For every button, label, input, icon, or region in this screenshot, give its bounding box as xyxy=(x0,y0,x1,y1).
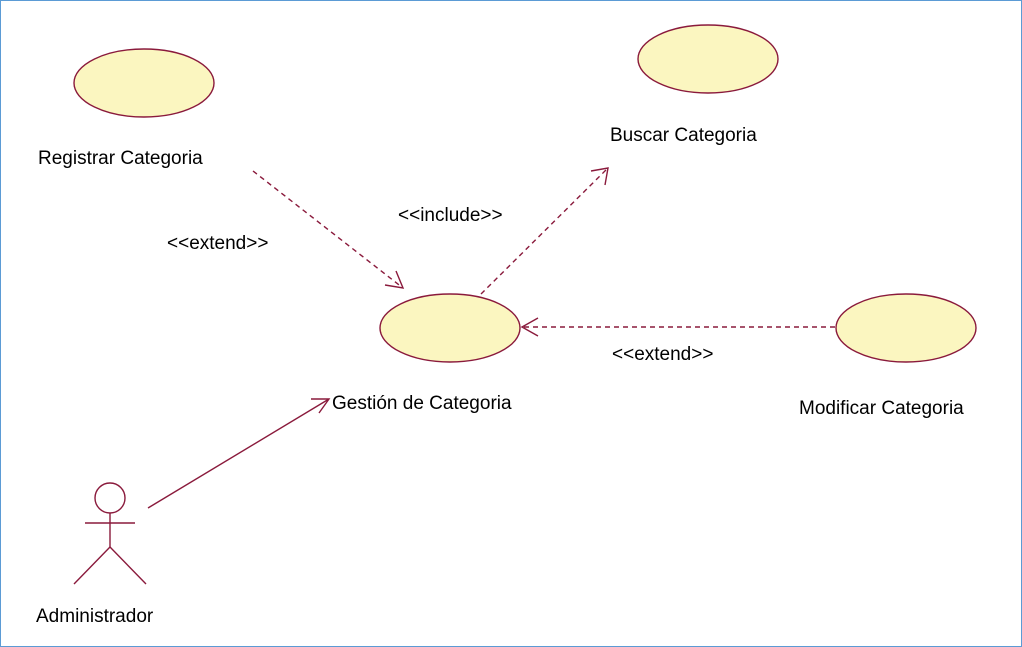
relation-registrar-label: <<extend>> xyxy=(167,233,268,254)
relation-modificar-extend[interactable]: <<extend>> xyxy=(520,317,835,365)
relation-modificar-label: <<extend>> xyxy=(612,344,713,365)
association-administrador-gestion[interactable] xyxy=(147,398,331,509)
relation-registrar-extend[interactable]: <<extend>> xyxy=(167,170,405,289)
usecase-gestion-label: Gestión de Categoria xyxy=(332,393,512,414)
dependency-line xyxy=(480,167,609,295)
association-line xyxy=(147,398,330,509)
usecase-gestion-categoria[interactable]: Gestión de Categoria xyxy=(332,293,521,414)
actor-stick-figure-icon xyxy=(73,482,147,585)
dependency-line xyxy=(252,170,404,289)
usecase-registrar-label: Registrar Categoria xyxy=(38,148,203,169)
dependency-arrowhead xyxy=(520,317,539,337)
actor-administrador-label: Administrador xyxy=(36,606,154,627)
usecase-registrar-ellipse xyxy=(73,48,215,118)
usecase-gestion-ellipse xyxy=(379,293,521,363)
dependency-arrowhead xyxy=(384,270,405,289)
relation-buscar-label: <<include>> xyxy=(398,205,503,226)
relation-buscar-include[interactable]: <<include>> xyxy=(398,167,609,295)
dependency-arrowhead xyxy=(590,167,609,186)
usecase-registrar-categoria[interactable]: Registrar Categoria xyxy=(38,48,215,169)
association-arrowhead xyxy=(311,398,331,414)
usecase-buscar-ellipse xyxy=(637,24,779,94)
usecase-modificar-categoria[interactable]: Modificar Categoria xyxy=(799,293,977,419)
usecase-modificar-ellipse xyxy=(835,293,977,363)
usecase-buscar-label: Buscar Categoria xyxy=(610,125,757,146)
usecase-modificar-label: Modificar Categoria xyxy=(799,398,964,419)
usecase-buscar-categoria[interactable]: Buscar Categoria xyxy=(610,24,779,146)
actor-administrador[interactable]: Administrador xyxy=(36,482,154,627)
